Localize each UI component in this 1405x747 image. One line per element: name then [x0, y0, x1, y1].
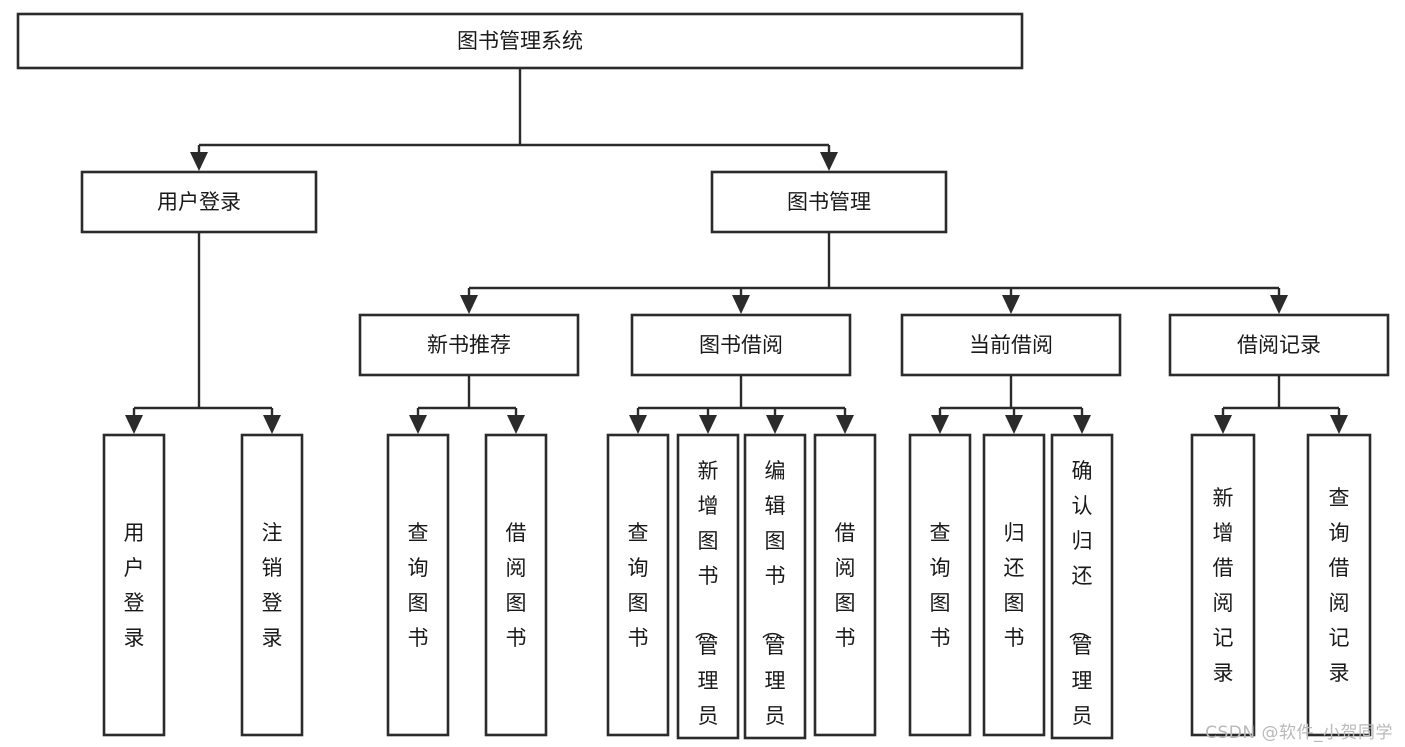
node-label: 查询图书 [930, 521, 951, 650]
arrow-head-icon [1214, 415, 1232, 434]
arrow-head-icon [699, 415, 717, 434]
node-box [1168, 313, 1390, 377]
node-box [676, 433, 740, 740]
node-label: 用户登录 [157, 190, 241, 214]
node-box [606, 433, 670, 737]
arrow-head-icon [263, 415, 281, 434]
node-borrow-record[interactable]: 借阅记录 [1168, 313, 1390, 377]
node-box [80, 170, 318, 234]
node-leaf-user-login[interactable]: 用户登录 [102, 433, 166, 737]
arrow-head-icon [1002, 295, 1020, 314]
node-new-book-rec[interactable]: 新书推荐 [358, 313, 580, 377]
node-label: 用户登录 [124, 521, 145, 650]
node-label: 借阅图书 [835, 521, 856, 650]
node-box [386, 433, 450, 737]
node-box [982, 433, 1046, 737]
node-box [1050, 433, 1114, 740]
node-label: 新增图书（管理员） [693, 459, 719, 747]
node-label: 图书管理 [787, 190, 871, 214]
node-current-borrow[interactable]: 当前借阅 [900, 313, 1122, 377]
arrow-head-icon [1005, 415, 1023, 434]
arrow-head-icon [1330, 415, 1348, 434]
nodes-layer: 图书管理系统用户登录图书管理新书推荐图书借阅当前借阅借阅记录用户登录注销登录查询… [16, 12, 1390, 747]
node-leaf-confirm-return[interactable]: 确认归还（管理员） [1050, 433, 1114, 747]
node-box [16, 12, 1024, 70]
node-book-manage[interactable]: 图书管理 [710, 170, 948, 234]
node-label: 图书管理系统 [457, 29, 583, 53]
node-box [484, 433, 548, 737]
node-label: 确认归还（管理员） [1067, 459, 1093, 747]
node-box [813, 433, 877, 737]
arrow-head-icon [1073, 415, 1091, 434]
arrow-head-icon [190, 152, 208, 171]
arrow-head-icon [125, 415, 143, 434]
node-box [240, 433, 304, 737]
node-leaf-add-book[interactable]: 新增图书（管理员） [676, 433, 740, 747]
node-leaf-borrow-book-b[interactable]: 借阅图书 [813, 433, 877, 737]
node-box [908, 433, 972, 737]
node-label: 编辑图书（管理员） [760, 459, 786, 747]
arrow-head-icon [766, 415, 784, 434]
node-label: 归还图书 [1004, 521, 1025, 650]
node-label: 借阅记录 [1237, 333, 1321, 357]
arrow-head-icon [732, 295, 750, 314]
arrow-head-icon [629, 415, 647, 434]
arrow-head-icon [820, 152, 838, 171]
node-box [743, 433, 807, 740]
arrow-head-icon [836, 415, 854, 434]
node-label: 查询借阅记录 [1329, 486, 1350, 685]
node-box [900, 313, 1122, 377]
node-leaf-add-record[interactable]: 新增借阅记录 [1190, 433, 1256, 737]
node-leaf-edit-book[interactable]: 编辑图书（管理员） [743, 433, 807, 747]
edges-layer [125, 68, 1348, 434]
arrow-head-icon [460, 295, 478, 314]
node-label: 当前借阅 [969, 333, 1053, 357]
node-box [710, 170, 948, 234]
node-label: 新增借阅记录 [1213, 486, 1234, 685]
node-label: 图书借阅 [699, 333, 783, 357]
arrow-head-icon [1270, 295, 1288, 314]
node-label: 新书推荐 [427, 333, 511, 357]
node-leaf-query-book-a[interactable]: 查询图书 [386, 433, 450, 737]
node-leaf-logout[interactable]: 注销登录 [240, 433, 304, 737]
node-box [1190, 433, 1256, 737]
node-box [630, 313, 852, 377]
csdn-watermark: CSDN @软件_小贺同学 [1205, 723, 1393, 743]
node-user-login[interactable]: 用户登录 [80, 170, 318, 234]
node-leaf-borrow-book-a[interactable]: 借阅图书 [484, 433, 548, 737]
node-box [358, 313, 580, 377]
node-label: 借阅图书 [506, 521, 527, 650]
arrow-head-icon [507, 415, 525, 434]
node-leaf-query-book-b[interactable]: 查询图书 [606, 433, 670, 737]
node-leaf-query-record[interactable]: 查询借阅记录 [1306, 433, 1372, 737]
node-box [102, 433, 166, 737]
node-book-borrow[interactable]: 图书借阅 [630, 313, 852, 377]
node-box [1306, 433, 1372, 737]
node-label: 查询图书 [628, 521, 649, 650]
node-label: 查询图书 [408, 521, 429, 650]
node-leaf-return-book[interactable]: 归还图书 [982, 433, 1046, 737]
node-root[interactable]: 图书管理系统 [16, 12, 1024, 70]
node-leaf-query-book-c[interactable]: 查询图书 [908, 433, 972, 737]
arrow-head-icon [931, 415, 949, 434]
node-label: 注销登录 [262, 521, 283, 650]
arrow-head-icon [409, 415, 427, 434]
